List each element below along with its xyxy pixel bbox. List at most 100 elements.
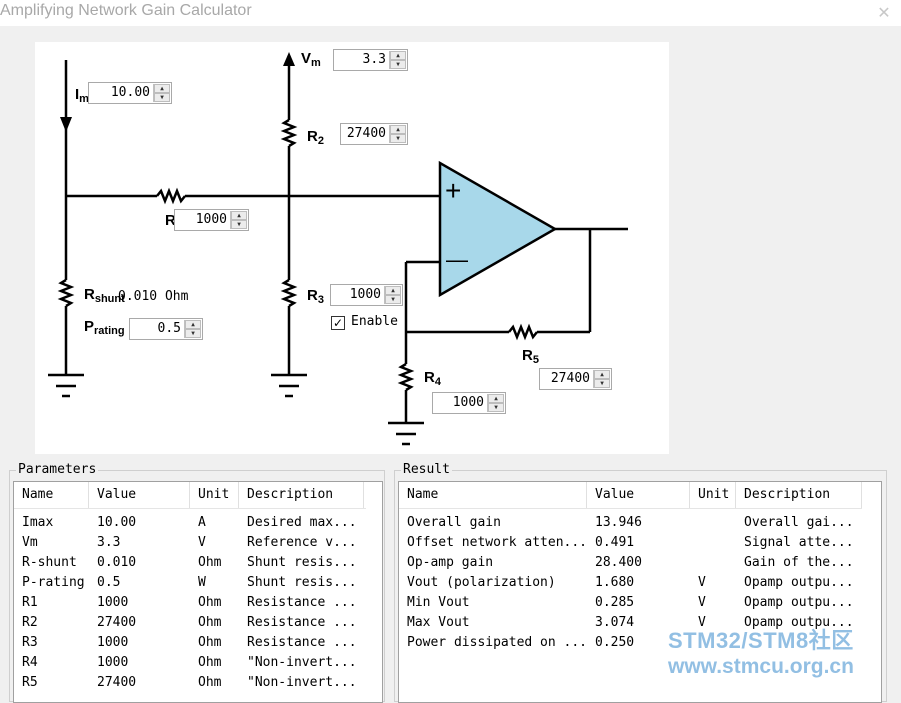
circuit-schematic bbox=[48, 52, 628, 446]
title-bar: Amplifying Network Gain Calculator ✕ bbox=[0, 0, 901, 26]
r-down-icon[interactable]: ▼ bbox=[231, 220, 247, 229]
column-header[interactable]: Description bbox=[239, 482, 364, 508]
table-cell: 0.491 bbox=[595, 535, 635, 550]
table-row[interactable]: Power dissipated on ...0.250 bbox=[399, 633, 862, 653]
table-cell: Offset network atten... bbox=[407, 535, 587, 550]
vm-up-icon[interactable]: ▲ bbox=[390, 51, 406, 60]
r5-up-icon[interactable]: ▲ bbox=[594, 370, 610, 379]
table-cell: Vm bbox=[22, 535, 38, 550]
table-cell: Resistance ... bbox=[247, 635, 357, 650]
prating-value[interactable]: 0.5 bbox=[157, 321, 181, 336]
table-cell: 1000 bbox=[97, 595, 129, 610]
table-cell: A bbox=[198, 515, 206, 530]
prating-down-icon[interactable]: ▼ bbox=[185, 329, 201, 338]
r2-up-icon[interactable]: ▲ bbox=[390, 125, 406, 134]
r-spinbox[interactable]: 1000 ▲▼ bbox=[174, 209, 249, 231]
table-cell: 27400 bbox=[97, 675, 137, 690]
table-cell: Resistance ... bbox=[247, 595, 357, 610]
im-down-icon[interactable]: ▼ bbox=[154, 93, 170, 102]
rshunt-label: Rshunt bbox=[84, 286, 125, 305]
column-header[interactable]: Unit bbox=[190, 482, 239, 508]
vm-down-icon[interactable]: ▼ bbox=[390, 60, 406, 69]
table-cell: 0.010 bbox=[97, 555, 137, 570]
r-label: R bbox=[165, 212, 176, 229]
column-header[interactable]: Value bbox=[89, 482, 190, 508]
table-cell bbox=[690, 533, 736, 553]
prating-spinbox[interactable]: 0.5 ▲▼ bbox=[129, 318, 203, 340]
table-cell bbox=[690, 553, 736, 573]
r3-down-icon[interactable]: ▼ bbox=[385, 295, 401, 304]
r3-spinbox[interactable]: 1000 ▲▼ bbox=[330, 284, 403, 306]
r4-label: R4 bbox=[424, 369, 441, 388]
r3-up-icon[interactable]: ▲ bbox=[385, 286, 401, 295]
table-cell: R5 bbox=[22, 675, 38, 690]
result-title: Result bbox=[401, 462, 452, 477]
table-cell: 3.074 bbox=[595, 615, 635, 630]
enable-checkbox[interactable]: ✓ bbox=[331, 316, 345, 330]
table-cell: R1 bbox=[22, 595, 38, 610]
r2-down-icon[interactable]: ▼ bbox=[390, 134, 406, 143]
r2-spinbox[interactable]: 27400 ▲▼ bbox=[340, 123, 408, 145]
close-icon[interactable]: ✕ bbox=[877, 3, 891, 22]
watermark-line1: STM32/STM8社区 bbox=[668, 628, 854, 653]
r-up-icon[interactable]: ▲ bbox=[231, 211, 247, 220]
table-cell: Min Vout bbox=[407, 595, 470, 610]
prating-up-icon[interactable]: ▲ bbox=[185, 320, 201, 329]
table-cell: 1000 bbox=[97, 635, 129, 650]
column-header[interactable]: Name bbox=[14, 482, 89, 508]
column-header[interactable]: Unit bbox=[690, 482, 736, 508]
table-cell: 10.00 bbox=[97, 515, 137, 530]
r4-down-icon[interactable]: ▼ bbox=[488, 403, 504, 412]
circuit-diagram: + — Im Vm R2 R R3 R4 R5 Rshunt 0.010 Ohm… bbox=[35, 42, 669, 454]
im-spinbox[interactable]: 10.00 ▲▼ bbox=[88, 82, 172, 104]
table-cell: W bbox=[198, 575, 206, 590]
r5-value[interactable]: 27400 bbox=[550, 371, 590, 386]
r2-value[interactable]: 27400 bbox=[346, 126, 386, 141]
table-cell: 27400 bbox=[97, 615, 137, 630]
r4-spinbox[interactable]: 1000 ▲▼ bbox=[432, 392, 506, 414]
rshunt-resistor bbox=[57, 278, 75, 308]
r4-up-icon[interactable]: ▲ bbox=[488, 394, 504, 403]
table-cell: Ohm bbox=[198, 595, 222, 610]
table-cell: Resistance ... bbox=[247, 615, 357, 630]
im-arrow-icon bbox=[60, 117, 72, 132]
r3-value[interactable]: 1000 bbox=[349, 287, 381, 302]
r4-value[interactable]: 1000 bbox=[452, 395, 484, 410]
table-cell: R4 bbox=[22, 655, 38, 670]
table-cell: 1000 bbox=[97, 655, 129, 670]
vm-spinbox[interactable]: 3.3 ▲▼ bbox=[333, 49, 408, 71]
watermark: STM32/STM8社区 www.stmcu.org.cn bbox=[668, 628, 854, 680]
r-value[interactable]: 1000 bbox=[195, 212, 227, 227]
column-header[interactable]: Name bbox=[399, 482, 587, 508]
r2-label: R2 bbox=[307, 128, 324, 147]
r5-resistor bbox=[508, 323, 538, 341]
column-header[interactable]: Value bbox=[587, 482, 690, 508]
plus-sign: + bbox=[445, 175, 462, 206]
vm-value[interactable]: 3.3 bbox=[362, 52, 386, 67]
im-up-icon[interactable]: ▲ bbox=[154, 84, 170, 93]
r5-down-icon[interactable]: ▼ bbox=[594, 379, 610, 388]
im-value[interactable]: 10.00 bbox=[110, 85, 150, 100]
r5-spinbox[interactable]: 27400 ▲▼ bbox=[539, 368, 612, 390]
column-header[interactable]: Description bbox=[736, 482, 862, 508]
table-row[interactable]: R1 1000 Ohm Resistance ... bbox=[14, 593, 366, 613]
parameters-title: Parameters bbox=[16, 462, 99, 477]
table-cell: "Non-invert... bbox=[247, 675, 357, 690]
